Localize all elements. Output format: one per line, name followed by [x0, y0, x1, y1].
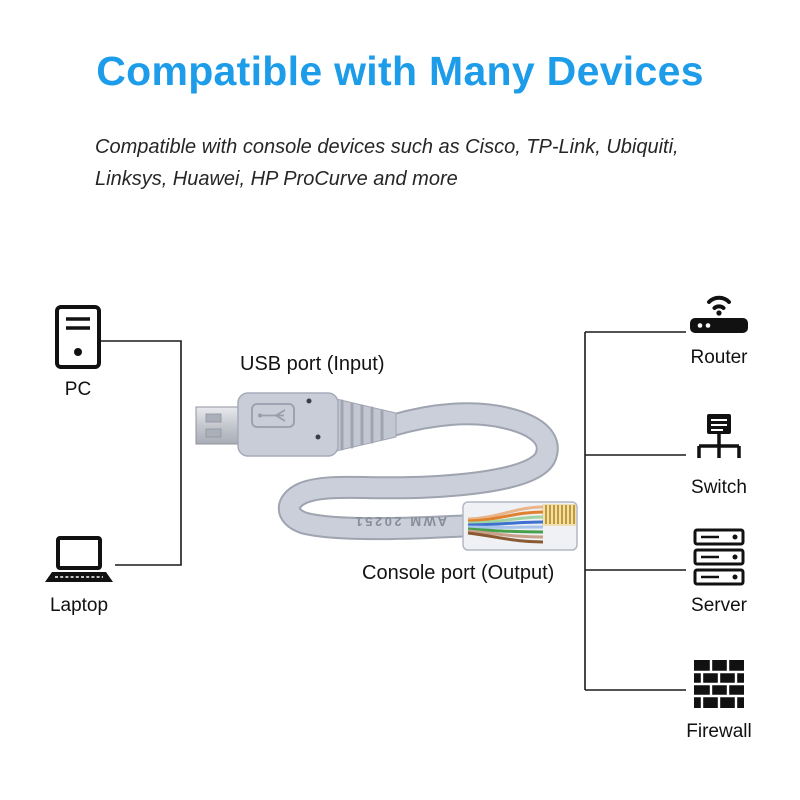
usb-console-cable: AWM 20251 — [195, 392, 578, 551]
device-label-server: Server — [691, 595, 747, 616]
page-title: Compatible with Many Devices — [96, 48, 704, 94]
left-bracket-lines — [101, 340, 182, 566]
usb-molded-body — [237, 392, 339, 457]
device-switch: Switch — [678, 412, 760, 499]
rj45-connector — [462, 501, 578, 551]
laptop-icon — [45, 536, 113, 582]
rj45-colored-wires — [467, 505, 544, 544]
cable-print-text: AWM 20251 — [353, 514, 447, 529]
console-port-label: Console port (Output) — [362, 562, 555, 584]
strain-relief — [331, 397, 397, 453]
device-label-firewall: Firewall — [686, 721, 752, 742]
wifi-router-icon — [690, 295, 748, 333]
device-label-router: Router — [690, 347, 748, 368]
network-switch-icon — [697, 414, 741, 458]
desktop-tower-icon — [55, 305, 101, 369]
server-rack-icon — [693, 528, 745, 586]
device-laptop: Laptop — [32, 536, 126, 617]
right-bracket-lines — [584, 331, 686, 691]
device-server: Server — [676, 528, 762, 617]
usb-port-label: USB port (Input) — [240, 353, 385, 375]
device-pc: PC — [38, 304, 118, 401]
subtitle-line-2: Linksys, Huawei, HP ProCurve and more — [95, 168, 458, 190]
device-label-switch: Switch — [691, 477, 747, 498]
firewall-brick-icon — [694, 660, 744, 708]
rj45-gold-pins — [545, 505, 575, 524]
device-label-laptop: Laptop — [49, 595, 109, 616]
subtitle-line-1: Compatible with console devices such as … — [95, 136, 679, 158]
subtitle: Compatible with console devices such as … — [95, 131, 725, 195]
usb-a-connector — [195, 406, 243, 445]
usb-trident-logo — [251, 403, 295, 428]
device-router: Router — [672, 286, 766, 369]
device-label-pc: PC — [64, 379, 92, 400]
device-firewall: Firewall — [674, 654, 764, 743]
